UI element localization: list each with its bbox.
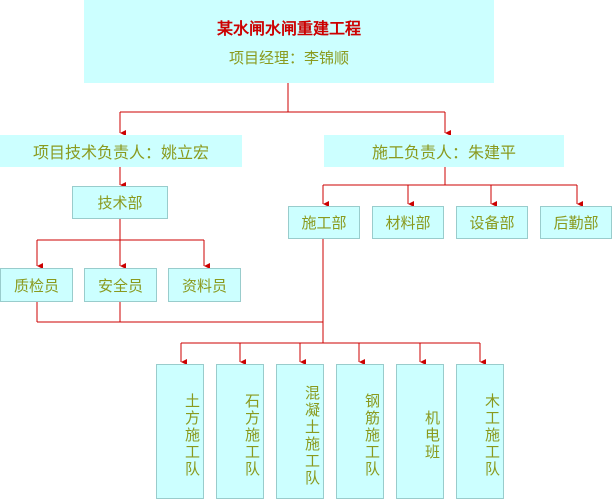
tech-lead-box: 项目技术负责人：姚立宏 bbox=[0, 135, 242, 167]
dept-box-equipment: 设备部 bbox=[456, 206, 528, 239]
construction-lead-box: 施工负责人：朱建平 bbox=[324, 135, 564, 167]
project-box: 某水闸水闸重建工程 项目经理：李锦顺 bbox=[84, 0, 494, 83]
dept-box-materials: 材料部 bbox=[372, 206, 444, 239]
team-box-earthwork: 土方施工队 bbox=[156, 364, 204, 499]
team-box-stonework: 石方施工队 bbox=[216, 364, 264, 499]
project-title: 某水闸水闸重建工程 bbox=[216, 19, 361, 38]
staff-box-safety: 安全员 bbox=[84, 268, 157, 302]
team-box-electrical: 机电班 bbox=[396, 364, 444, 499]
team-box-carpentry: 木工施工队 bbox=[456, 364, 504, 499]
dept-box-construction: 施工部 bbox=[288, 206, 360, 239]
staff-box-inspector: 质检员 bbox=[0, 268, 73, 302]
project-manager: 项目经理：李锦顺 bbox=[228, 49, 349, 67]
tech-dept-box: 技术部 bbox=[72, 186, 168, 219]
team-box-rebar: 钢筋施工队 bbox=[336, 364, 384, 499]
staff-box-records: 资料员 bbox=[168, 268, 241, 302]
team-box-concrete: 混凝土施工队 bbox=[276, 364, 324, 499]
dept-box-logistics: 后勤部 bbox=[540, 206, 612, 239]
